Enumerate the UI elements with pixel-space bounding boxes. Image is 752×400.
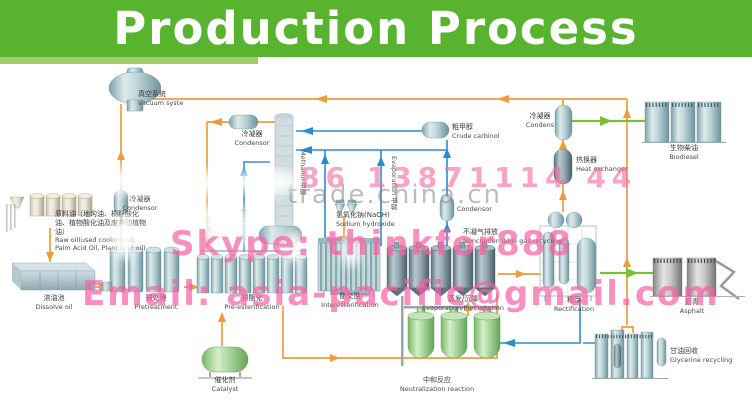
dissolve-oil-pool [11,262,96,291]
blur-patch [170,171,230,195]
blur-patch [236,206,252,248]
condenser-right-vessel [554,104,573,141]
evaporation-tanks [386,241,496,297]
green-arrows [600,116,638,278]
rectification-unit [539,211,597,301]
biodiesel-tanks [642,101,726,143]
banner-edge-strip [0,57,258,64]
blur-patch [112,216,136,260]
label-naoh: 氢氧化钠(NaOH)Sodium hydroxide [336,211,395,228]
condenser-mid-vessel [439,195,455,222]
glycerine-recycling-unit [592,329,668,379]
condenser-top-vessel [228,114,259,130]
neutralization-reactors [401,296,501,366]
raw-oil-tanks [6,193,93,232]
watermark-trade-china: trade.china.cn [287,180,503,210]
vacuum-system-vessel [108,67,162,112]
blur-patch [232,169,298,195]
label-raw-oil: 原料油（地沟油、桐籽酸化油、植物酸化油及废弃动植物油）Raw oil(used … [55,210,146,253]
label-condenser-mid: Condensor [457,205,492,213]
naoh-hoppers [334,199,358,216]
blur-patch [283,230,305,262]
watermark-phone: 86 13871114 44 [300,161,638,194]
heat-exchanger-vessel [553,148,573,185]
asphalt-tanks [650,257,745,301]
catalyst-tank [198,346,252,379]
crude-carbinol-vessel [421,121,450,139]
page-title: Production Process [113,2,639,55]
watermark-skype: Skype: thinkfor888 [170,224,573,264]
blur-patch [92,168,170,194]
watermark-email: Email: asia-pacific@gmail.com [82,274,720,314]
blur-patch [197,203,215,251]
blur-patch [341,236,361,266]
title-banner: Production Process [0,0,752,57]
